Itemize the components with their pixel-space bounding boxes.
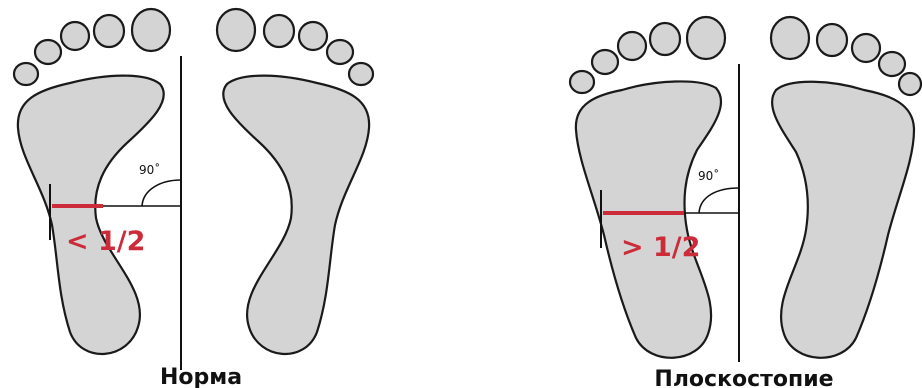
toe [217,9,255,51]
normal-angle-label: 90˚ [139,162,160,177]
toe [61,22,89,50]
toe [879,52,905,76]
flat-left-toes [570,17,725,93]
normal-angle-arc [142,180,181,206]
flat-pair: 90˚ > 1/2 Плоскостопие [570,17,921,388]
toe [35,40,61,64]
flat-right-foot [772,82,914,358]
toe [650,23,680,55]
normal-caption: Норма [160,365,242,388]
flat-angle-label: 90˚ [698,168,719,183]
normal-right-foot [223,76,369,354]
toe [852,34,880,62]
toe [570,71,594,93]
toe [14,63,38,85]
toe [618,32,646,60]
toe [327,40,353,64]
normal-pair: 90˚ < 1/2 Норма [14,9,373,388]
toe [687,17,725,59]
toe [299,22,327,50]
toe [94,15,124,47]
toe [349,63,373,85]
toe [264,15,294,47]
toe [899,73,921,95]
normal-left-foot [18,76,164,354]
flat-ratio-label: > 1/2 [621,232,700,263]
normal-right-toes [217,9,373,85]
normal-ratio-label: < 1/2 [66,226,145,257]
flat-left-foot [576,81,721,357]
toe [817,24,847,56]
toe [132,9,170,51]
toe [592,50,618,74]
toe [771,17,809,59]
flat-angle-arc [699,188,739,213]
normal-left-toes [14,9,170,85]
flat-caption: Плоскостопие [654,367,833,388]
